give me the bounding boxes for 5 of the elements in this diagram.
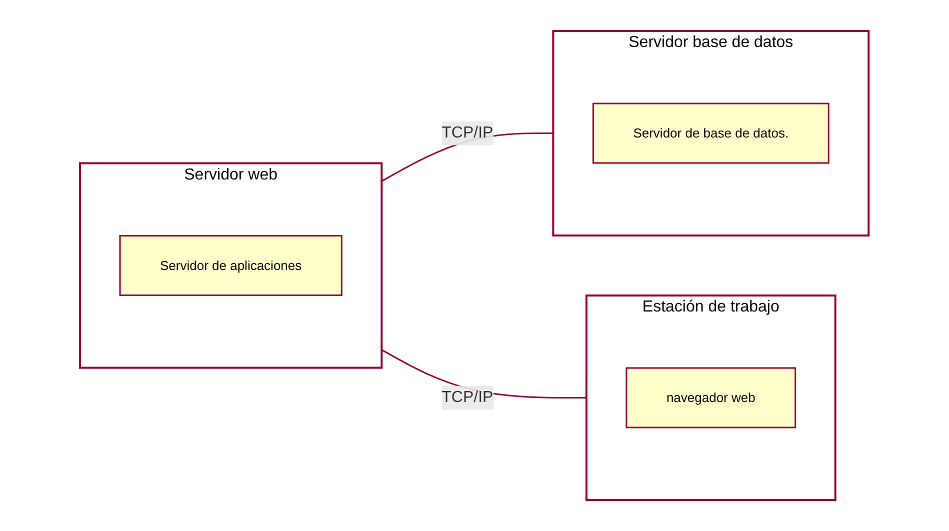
node-box: Servidor de aplicaciones (119, 235, 343, 296)
node-box: navegador web (626, 367, 796, 428)
edge-label: TCP/IP (442, 124, 494, 142)
edge-label: TCP/IP (442, 388, 494, 406)
node-box: Servidor de base de datos. (592, 102, 830, 164)
